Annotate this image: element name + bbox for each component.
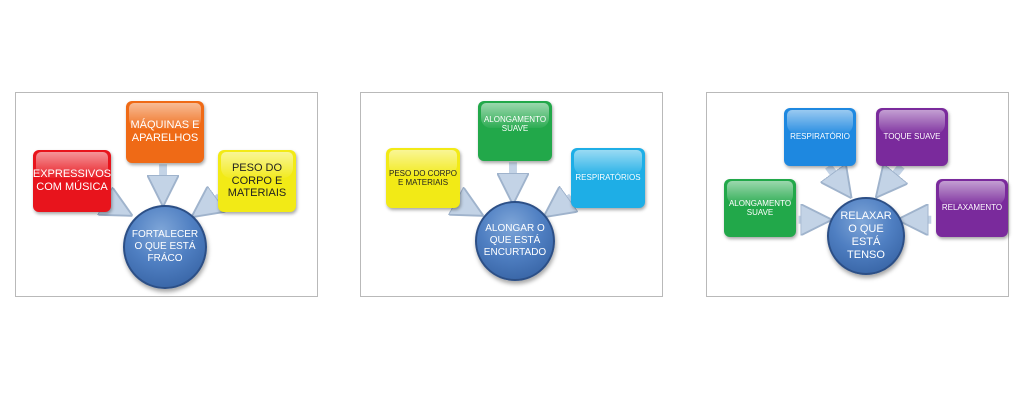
box-toque-suave: TOQUE SUAVE — [876, 108, 948, 166]
box-alongamento-suave: ALONGAMENTO SUAVE — [478, 101, 552, 161]
diagram-panel-1: EXPRESSIVOS COM MÚSICA MÁQUINAS E APAREL… — [15, 92, 318, 297]
box-alongamento-suave: ALONGAMENTO SUAVE — [724, 179, 796, 237]
diagram-panel-3: ALONGAMENTO SUAVE RESPIRATÓRIO TOQUE SUA… — [706, 92, 1009, 297]
box-expressivos-com-musica: EXPRESSIVOS COM MÚSICA — [33, 150, 111, 212]
box-respiratorio: RESPIRATÓRIO — [784, 108, 856, 166]
center-relaxar: RELAXAR O QUE ESTÁ TENSO — [827, 197, 905, 275]
center-alongar: ALONGAR O QUE ESTÁ ENCURTADO — [475, 201, 555, 281]
center-fortalecer: FORTALECER O QUE ESTÁ FRÁCO — [123, 205, 207, 289]
box-maquinas-e-aparelhos: MÁQUINAS E APARELHOS — [126, 101, 204, 163]
diagram-panel-2: PESO DO CORPO E MATERIAIS ALONGAMENTO SU… — [360, 92, 663, 297]
box-relaxamento: RELAXAMENTO — [936, 179, 1008, 237]
connector-arrows — [798, 93, 932, 296]
box-peso-do-corpo-e-materiais: PESO DO CORPO E MATERIAIS — [218, 150, 296, 212]
box-respiratorios: RESPIRATÓRIOS — [571, 148, 645, 208]
box-peso-do-corpo-e-materiais: PESO DO CORPO E MATERIAIS — [386, 148, 460, 208]
